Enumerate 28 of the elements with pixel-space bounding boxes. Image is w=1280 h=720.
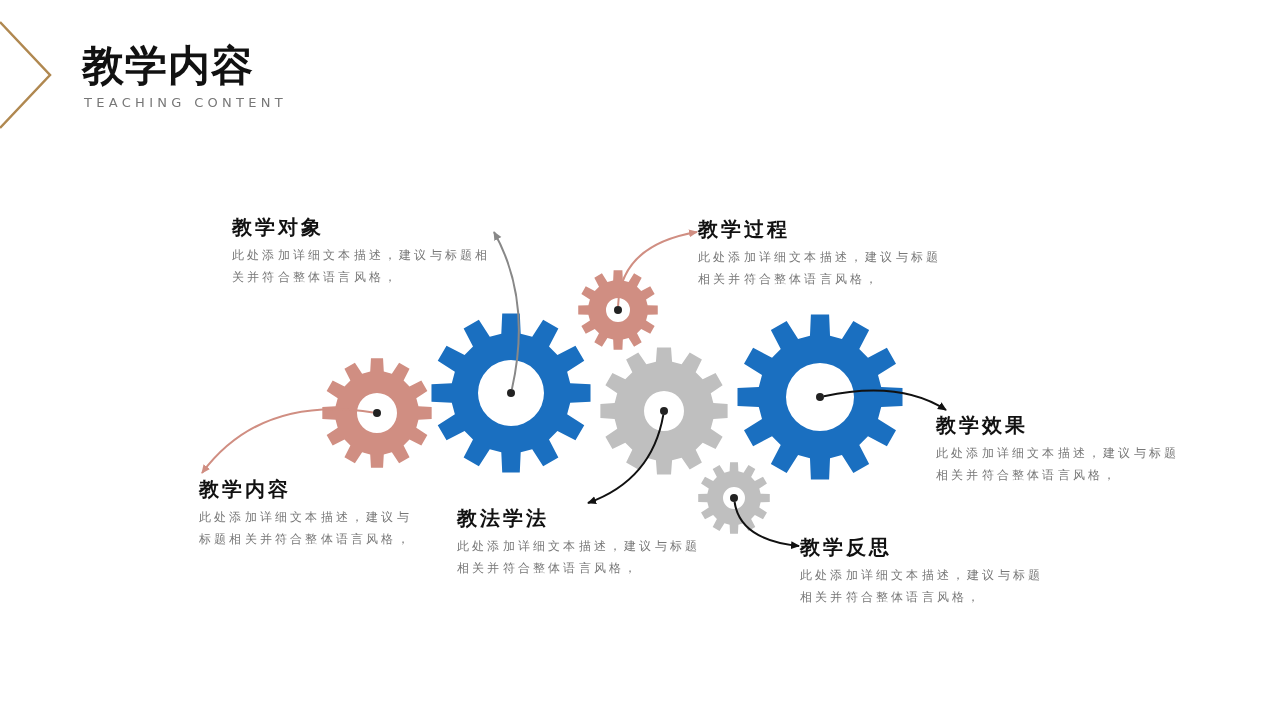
item-heading: 教学效果	[936, 412, 1029, 439]
pivot-dot	[816, 393, 824, 401]
page-title: 教学内容	[82, 40, 254, 92]
arrow	[822, 389, 947, 411]
gear	[322, 358, 432, 468]
item-heading: 教学过程	[698, 216, 791, 243]
arrow	[493, 231, 520, 391]
item-description: 此处添加详细文本描述，建议与标题相关并符合整体语言风格，	[199, 509, 413, 548]
item-description: 此处添加详细文本描述，建议与标题相关并符合整体语言风格，	[457, 538, 702, 577]
pivot-dot	[614, 306, 622, 314]
item-description: 此处添加详细文本描述，建议与标题相关并符合整体语言风格，	[232, 247, 492, 286]
pivot-dot	[730, 494, 738, 502]
gear	[698, 462, 770, 534]
item-description: 此处添加详细文本描述，建议与标题相关并符合整体语言风格，	[800, 567, 1045, 606]
gear	[737, 314, 903, 480]
gear	[600, 347, 728, 475]
pivot-dot	[660, 407, 668, 415]
gear	[578, 270, 658, 350]
item-heading: 教学内容	[199, 476, 292, 503]
gear	[431, 313, 591, 473]
pivot-dot	[507, 389, 515, 397]
item-description: 此处添加详细文本描述，建议与标题相关并符合整体语言风格，	[698, 249, 943, 288]
item-description: 此处添加详细文本描述，建议与标题相关并符合整体语言风格，	[936, 445, 1181, 484]
item-heading: 教法学法	[457, 505, 550, 532]
item-heading: 教学反思	[800, 534, 893, 561]
item-heading: 教学对象	[232, 214, 325, 241]
subtitle: TEACHING CONTENT	[84, 95, 288, 111]
pivot-dot	[373, 409, 381, 417]
